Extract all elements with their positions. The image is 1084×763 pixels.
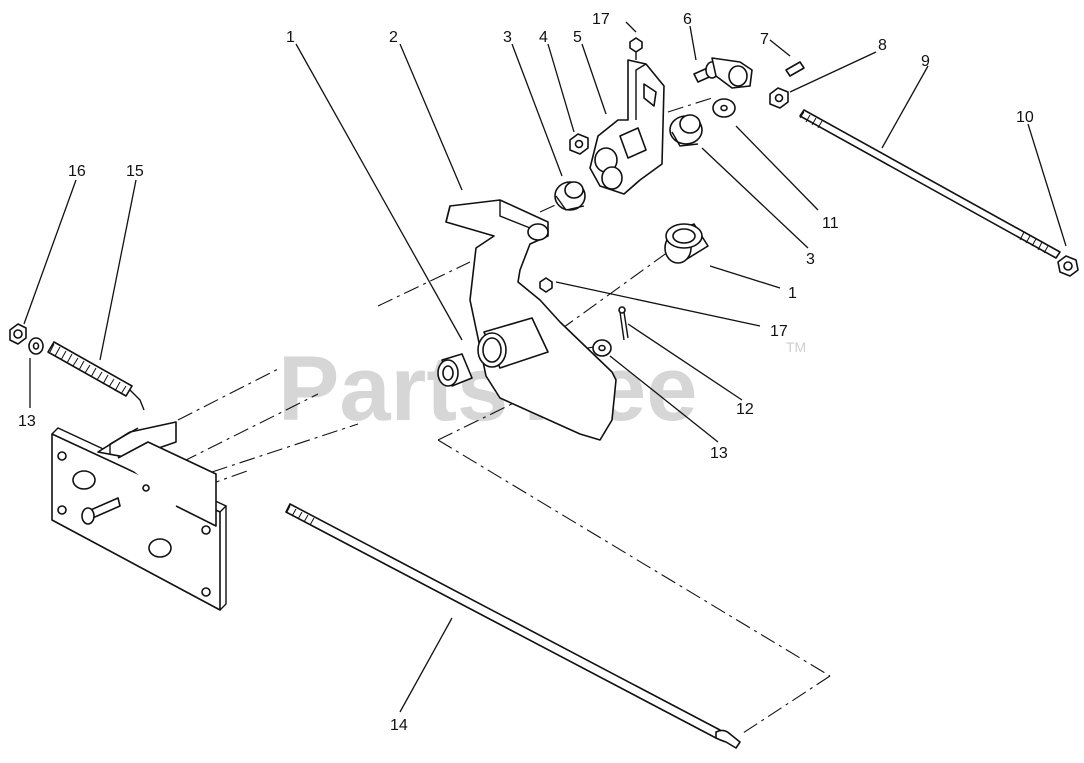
callout-9: 9: [921, 53, 930, 70]
callout-5: 5: [573, 29, 582, 46]
callout-11: 11: [822, 215, 839, 232]
bushing-center: [554, 181, 586, 211]
bushing-left: [437, 353, 473, 387]
callout-13-left: 13: [18, 413, 36, 430]
bushing-right: [664, 223, 709, 264]
callout-17-middle: 17: [770, 323, 788, 340]
bracket: [589, 59, 665, 195]
callout-10: 10: [1016, 109, 1034, 126]
nut-8: [769, 87, 789, 109]
callout-13-right: 13: [710, 445, 728, 462]
callout-4: 4: [539, 29, 548, 46]
callout-14: 14: [390, 717, 408, 734]
bolt-6: [693, 61, 719, 83]
callout-16: 16: [68, 163, 86, 180]
mounting-plate: [51, 421, 228, 611]
washer-upper: [712, 98, 736, 118]
spring-nut: [9, 323, 27, 345]
threaded-rod: [799, 109, 1061, 259]
bracket-nut: [569, 133, 589, 155]
pivot-tube: [477, 317, 549, 369]
callout-3: 3: [503, 29, 512, 46]
cotter-pin: [618, 306, 629, 341]
spring: [47, 341, 145, 411]
callout-1: 1: [286, 29, 295, 46]
callout-2: 2: [389, 29, 398, 46]
callout-15: 15: [126, 163, 144, 180]
spring-washer: [28, 337, 44, 355]
swivel-block: [711, 57, 753, 89]
leader-lines: [23, 21, 1067, 713]
callout-7: 7: [760, 31, 769, 48]
watermark-tm: TM: [786, 339, 806, 355]
rod-end-nut: [1057, 255, 1079, 277]
plate-bolt: [81, 497, 121, 525]
callout-6: 6: [683, 11, 692, 28]
callout-labels: 1 2 3 4 5 17 6 7 8 9 10 11 3 1 17 12 13 …: [18, 11, 1034, 734]
callout-1-right: 1: [788, 285, 797, 302]
callout-8: 8: [878, 37, 887, 54]
bushing-right-upper: [669, 114, 703, 147]
callout-17-top: 17: [592, 11, 610, 28]
top-bolt: [629, 37, 643, 60]
middle-bolt: [539, 277, 553, 293]
long-rod: [285, 503, 741, 749]
washer-lower: [592, 339, 612, 357]
bolt-7: [785, 61, 805, 77]
callout-12: 12: [736, 401, 754, 418]
callout-3-right: 3: [806, 251, 815, 268]
